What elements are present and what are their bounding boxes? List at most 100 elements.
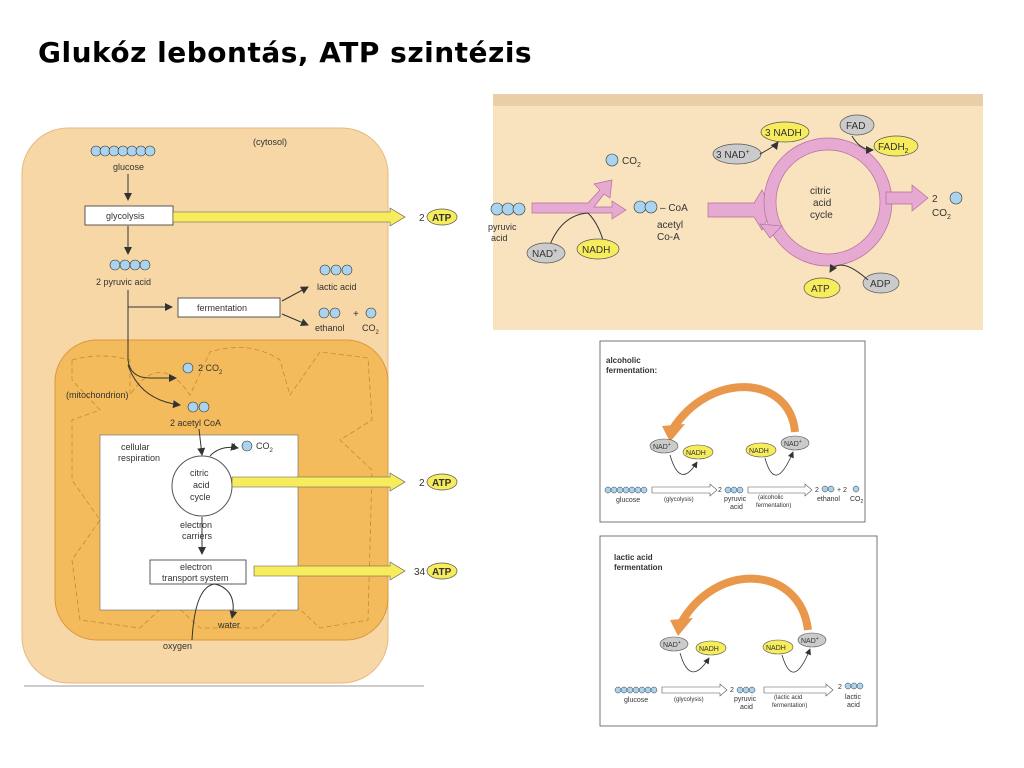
k-acetyl-2: Co-A	[657, 232, 680, 243]
alc-two: 2	[718, 487, 722, 494]
alc-nad-right	[780, 435, 810, 451]
k-co2-label: CO2	[622, 156, 641, 169]
plus-sign: +	[353, 309, 359, 320]
lac-glucose-label: glucose	[624, 697, 648, 704]
water-label: water	[217, 620, 240, 630]
lac-glycolysis-label: (glycolysis)	[674, 697, 704, 703]
atp-count-2: 2	[419, 478, 425, 489]
pyruvic-label: 2 pyruvic acid	[96, 277, 151, 287]
ets-label-1: electron	[180, 562, 212, 572]
lac-glucose-molecules	[614, 686, 658, 694]
lac-pyruvic-2: acid	[740, 704, 753, 711]
lactic-molecules	[319, 264, 353, 276]
lac-nadh-right-label: NADH	[766, 645, 786, 652]
alc-step-1: (alcoholic	[758, 495, 783, 501]
krebs-panel: pyruvic acid NAD+ NADH CO2 – CoA acetyl …	[473, 94, 983, 330]
lac-nad-right-label: NAD+	[801, 636, 819, 645]
alc-orange-arrow	[668, 383, 799, 433]
pink-arrow-out	[885, 184, 929, 212]
alc-glucose-label: glucose	[616, 497, 640, 504]
glucose-label: glucose	[113, 162, 144, 172]
atp-arrow-1	[172, 207, 406, 227]
alc-co2: CO2	[850, 496, 864, 505]
k-3nadh	[760, 121, 810, 143]
alc-plus: + 2	[837, 487, 847, 494]
k-pyruvic-2: acid	[491, 233, 508, 243]
co2-label: CO2	[362, 323, 380, 336]
k-adp-label: ADP	[870, 279, 891, 290]
k-adp	[862, 272, 900, 294]
lac-nadh-right	[762, 639, 794, 655]
k-out-count: 2	[932, 194, 938, 205]
glucose-molecules	[90, 145, 156, 157]
pyruvic-molecules-k	[490, 202, 526, 216]
alcoholic-panel: alcoholic fermentation: NAD+ NADH NADH N…	[599, 340, 866, 523]
electron-carriers-2: carriers	[182, 531, 213, 541]
co2-4-label: CO2	[256, 441, 274, 454]
mitochondrion-label: (mitochondrion)	[66, 390, 129, 400]
pink-arrow-branch	[531, 179, 627, 220]
atp-arrow-3	[253, 561, 406, 581]
k-acetyl-1: acetyl	[657, 220, 683, 231]
ets-box	[149, 559, 247, 585]
alc-nadh-left	[682, 444, 714, 460]
k-3nad-label: 3 NAD+	[716, 149, 750, 161]
atp-count-3: 34	[414, 567, 426, 578]
k-out-co2-molecule	[949, 191, 963, 205]
k-atp	[803, 277, 841, 299]
alc-out: 2	[815, 487, 819, 494]
ets-label-2: transport system	[162, 573, 229, 583]
atp-label-1: ATP	[432, 213, 452, 224]
co2-4-count: 4	[231, 442, 236, 452]
alc-pyruvic-2: acid	[730, 504, 743, 511]
co2-4-molecule	[241, 440, 253, 452]
citric-label-3: cycle	[190, 492, 211, 502]
ethanol-molecules	[318, 307, 341, 319]
citric-label-1: citric	[190, 468, 209, 478]
glycolysis-label: glycolysis	[106, 211, 145, 221]
oxygen-label: oxygen	[163, 641, 192, 651]
cellular-respiration-2: respiration	[118, 453, 160, 463]
k-fadh2-label: FADH2	[878, 142, 909, 155]
alc-glucose-molecules	[604, 486, 648, 494]
k-nad-left	[526, 242, 566, 264]
lac-nad-left	[659, 636, 689, 652]
lac-nad-right	[797, 632, 827, 648]
ethanol-label: ethanol	[315, 323, 345, 333]
alc-nadh-right-label: NADH	[749, 448, 769, 455]
k-coa-label: – CoA	[660, 203, 688, 214]
alc-title-2: fermentation:	[606, 366, 657, 375]
k-fad	[839, 114, 875, 136]
k-nadh-left-label: NADH	[582, 245, 610, 256]
alc-glycolysis-label: (glycolysis)	[664, 497, 694, 503]
atp-badge-2	[426, 473, 458, 491]
alc-nad-left	[649, 438, 679, 454]
acetyl-molecules-k	[633, 200, 658, 214]
fermentation-box	[177, 297, 281, 318]
lac-lactic-2: acid	[847, 702, 860, 709]
lac-title-1: lactic acid	[614, 553, 653, 562]
lac-pyruvic-1: pyruvic	[734, 696, 757, 703]
alc-step-2: fermentation)	[756, 503, 791, 509]
atp-arrow-2	[231, 472, 406, 492]
lac-lactic-1: lactic	[845, 694, 861, 701]
cytosol-label: (cytosol)	[253, 137, 287, 147]
lac-step-2: fermentation)	[772, 703, 807, 709]
k-3nadh-label: 3 NADH	[765, 128, 802, 139]
k-atp-label: ATP	[811, 284, 830, 295]
lac-two: 2	[730, 687, 734, 694]
lac-step-1: (lactic acid	[774, 695, 802, 701]
lac-out: 2	[838, 684, 842, 691]
alc-pyruvic-1: pyruvic	[724, 496, 747, 503]
alc-nad-right-label: NAD+	[784, 439, 802, 448]
acetyl-molecules	[187, 401, 210, 413]
alc-nadh-right	[745, 442, 777, 458]
lactic-panel: lactic acid fermentation NAD+ NADH NADH …	[599, 535, 878, 727]
k-citric-2: acid	[813, 198, 831, 209]
k-nadh-left	[576, 238, 620, 260]
lac-nadh-left	[695, 640, 727, 656]
k-pyruvic-1: pyruvic	[488, 222, 517, 232]
fermentation-label: fermentation	[197, 303, 247, 313]
co2-2-label: 2 CO2	[198, 363, 223, 376]
k-fad-label: FAD	[846, 121, 865, 132]
